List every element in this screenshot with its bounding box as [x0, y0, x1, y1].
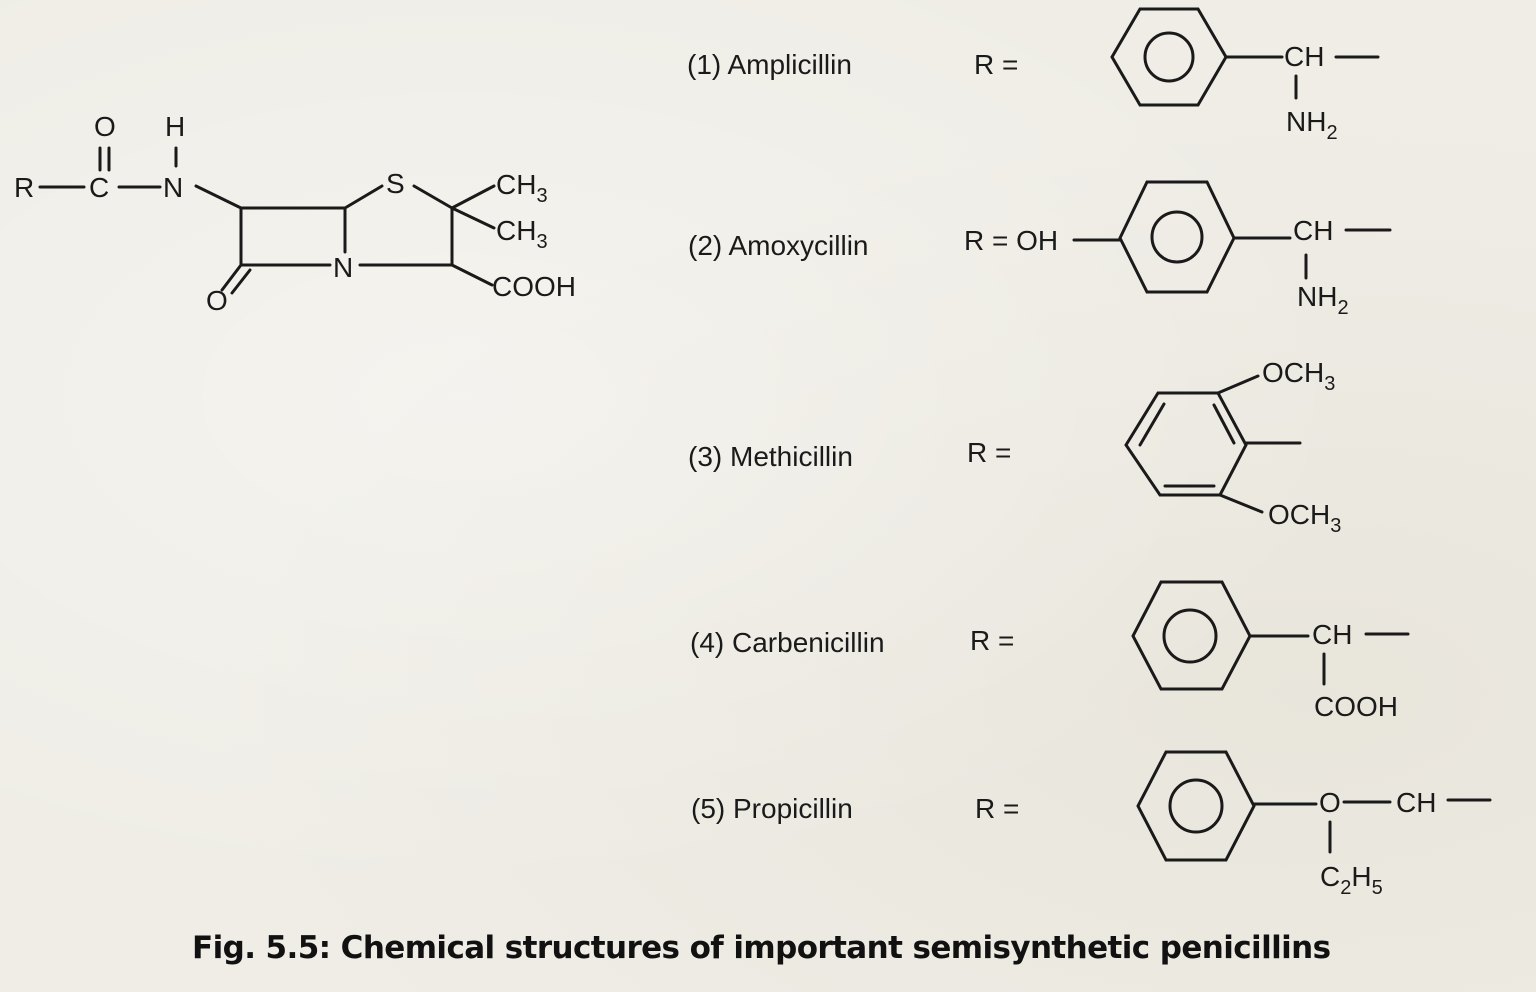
compound-label: (3) Methicillin: [688, 441, 853, 472]
bond-ring-och3-top: [1216, 374, 1260, 395]
group-ch: CH: [1284, 41, 1324, 72]
figure-caption: Fig. 5.5: Chemical structures of importa…: [192, 930, 1331, 966]
double-bond-inner-2: [1212, 403, 1236, 445]
compound-label: (2) Amoxycillin: [688, 230, 868, 261]
atom-h: H: [165, 111, 185, 142]
aromatic-circle: [1162, 608, 1218, 664]
atom-ch3-a: CH3: [496, 169, 548, 207]
group-ch: CH: [1293, 215, 1333, 246]
atom-n-ring: N: [333, 252, 353, 283]
compound-4-carbenicillin: (4) Carbenicillin R = CH COOH: [690, 580, 1410, 722]
benzene-ring-icon: [1118, 180, 1236, 294]
double-bond-inner-1: [1138, 402, 1166, 447]
group-och3-top: OCH3: [1262, 357, 1335, 395]
atom-s: S: [386, 168, 405, 199]
r-equals: R =: [974, 49, 1018, 80]
atom-c: C: [89, 172, 109, 203]
group-cooh: COOH: [1314, 691, 1398, 722]
bond-c-s: [343, 184, 384, 210]
bond-s-c: [412, 184, 454, 210]
bond-ch3-a: [450, 184, 496, 210]
compound-label: (4) Carbenicillin: [690, 627, 885, 658]
group-ch: CH: [1312, 619, 1352, 650]
bond-ch3-b: [450, 206, 496, 230]
group-nh2: NH2: [1286, 106, 1338, 144]
benzene-ring-icon: [1131, 580, 1252, 691]
aromatic-circle: [1143, 31, 1195, 83]
compound-5-propicillin: (5) Propicillin R = O CH C2H5: [691, 750, 1492, 899]
aromatic-circle: [1150, 210, 1204, 264]
atom-cooh: COOH: [492, 271, 576, 302]
atom-o-carbonyl: O: [94, 111, 116, 142]
group-nh2: NH2: [1297, 281, 1349, 319]
bond-n-ring: [194, 184, 243, 210]
atom-ch3-b: CH3: [496, 215, 548, 253]
compound-label: (1) Amplicillin: [687, 49, 852, 80]
bond-lactam-co-b: [230, 268, 252, 295]
r-equals: R =: [967, 437, 1011, 468]
compound-1-ampicillin: (1) Amplicillin R = CH NH2: [687, 7, 1380, 144]
group-c2h5: C2H5: [1320, 861, 1383, 899]
group-och3-bottom: OCH3: [1268, 499, 1341, 537]
compound-2-amoxycillin: (2) Amoxycillin R = OH CH NH2: [688, 180, 1392, 319]
group-ch: CH: [1396, 787, 1436, 818]
benzene-ring-icon: [1136, 750, 1256, 862]
atom-o-lactam: O: [206, 285, 228, 316]
bond-lactam-co-a: [220, 263, 243, 292]
compound-3-methicillin: (3) Methicillin R = OCH3 OCH3: [688, 357, 1341, 537]
benzene-ring-icon: [1124, 391, 1248, 497]
bond-cooh: [450, 263, 494, 287]
r-equals: R = OH: [964, 225, 1058, 256]
atom-n-amide: N: [163, 172, 183, 203]
benzene-ring-icon: [1110, 7, 1228, 107]
r-equals: R =: [975, 793, 1019, 824]
aromatic-circle: [1168, 778, 1224, 834]
compound-label: (5) Propicillin: [691, 793, 853, 824]
penicillin-core-structure: R C O N H N O S CH3 CH3 COOH: [14, 111, 576, 316]
atom-r: R: [14, 172, 34, 203]
r-equals: R =: [970, 625, 1014, 656]
group-o: O: [1319, 787, 1341, 818]
bond-ring-och3-bottom: [1218, 493, 1264, 514]
